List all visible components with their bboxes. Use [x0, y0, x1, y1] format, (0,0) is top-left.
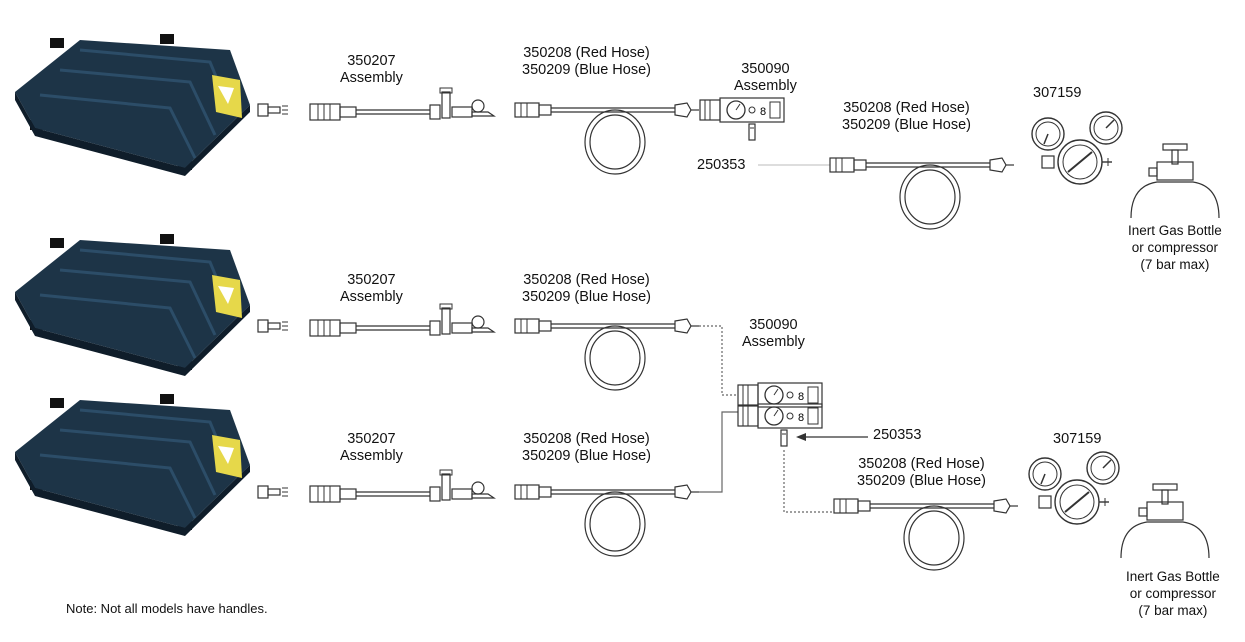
lifting-bag-2	[13, 232, 252, 378]
controller-single	[699, 97, 785, 123]
assembly-350207-c	[309, 469, 495, 503]
valve-label-single: 250353	[697, 157, 746, 173]
assembly-350207-b	[309, 303, 495, 337]
gas-bottle-a	[1130, 143, 1220, 219]
regulator-b	[1028, 451, 1120, 525]
footnote: Note: Not all models have handles.	[66, 601, 268, 616]
lifting-bag-3	[13, 392, 252, 538]
hose-c	[514, 484, 700, 557]
controller-dual-bottom	[737, 403, 823, 429]
hose-label-2: 350208 (Red Hose)350209 (Blue Hose)	[522, 272, 651, 305]
hose-label-3: 350208 (Red Hose)350209 (Blue Hose)	[522, 431, 651, 464]
gas-bottle-b	[1120, 483, 1210, 559]
hose-label-1: 350208 (Red Hose)350209 (Blue Hose)	[522, 45, 651, 78]
regulator-label-single: 307159	[1033, 85, 1082, 101]
valve-label-dual: 250353	[873, 427, 922, 443]
hose-supply-a	[829, 157, 1015, 230]
controller-dual-top	[737, 382, 823, 408]
regulator-a	[1031, 111, 1123, 185]
hose-supply-b	[833, 498, 1019, 571]
hose-b	[514, 318, 700, 391]
assembly-350207-a	[309, 87, 495, 121]
supply-hose-label-single: 350208 (Red Hose)350209 (Blue Hose)	[842, 100, 971, 133]
supply-hose-label-dual: 350208 (Red Hose)350209 (Blue Hose)	[857, 456, 986, 489]
regulator-label-dual: 307159	[1053, 431, 1102, 447]
lifting-bag-1	[13, 32, 252, 178]
hose-a	[514, 102, 700, 175]
